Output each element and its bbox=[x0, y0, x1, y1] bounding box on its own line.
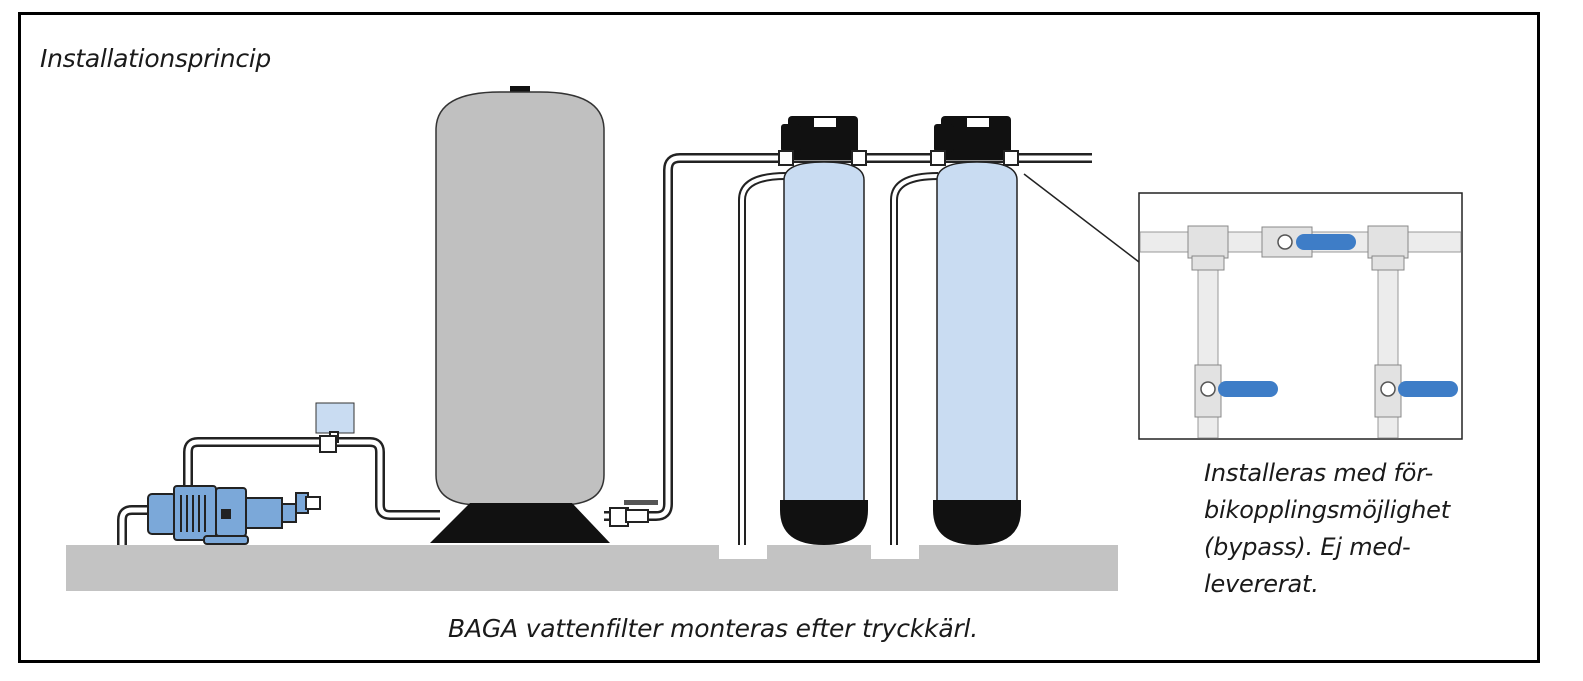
bypass-note-line: (bypass). Ej med- bbox=[1204, 533, 1411, 561]
bypass-note-line: Installeras med för- bbox=[1204, 459, 1434, 487]
pressure-tank bbox=[430, 86, 610, 543]
tank-to-filters-pipe bbox=[604, 153, 1092, 521]
tank-outlet-valve bbox=[609, 500, 658, 527]
pressure-switch bbox=[315, 402, 355, 453]
bypass-note: Installeras med för- bikopplingsmöjlighe… bbox=[1204, 455, 1504, 603]
bypass-inset bbox=[1138, 192, 1463, 440]
bypass-note-line: bikopplingsmöjlighet bbox=[1204, 496, 1450, 524]
inlet-pipe bbox=[117, 505, 150, 545]
diagram-caption: BAGA vattenfilter monteras efter tryckkä… bbox=[448, 614, 979, 643]
filter-1 bbox=[738, 116, 868, 545]
pump-to-tank-pipe bbox=[183, 437, 440, 520]
filter-2 bbox=[890, 116, 1021, 545]
outlet-valve bbox=[1374, 364, 1458, 418]
diagram-title: Installationsprincip bbox=[40, 44, 271, 73]
bypass-note-line: levererat. bbox=[1204, 570, 1319, 598]
bypass-valve bbox=[1261, 226, 1356, 258]
floor bbox=[66, 545, 1118, 591]
pump bbox=[147, 485, 321, 545]
callout-line bbox=[1023, 173, 1140, 263]
inlet-valve bbox=[1194, 364, 1278, 418]
